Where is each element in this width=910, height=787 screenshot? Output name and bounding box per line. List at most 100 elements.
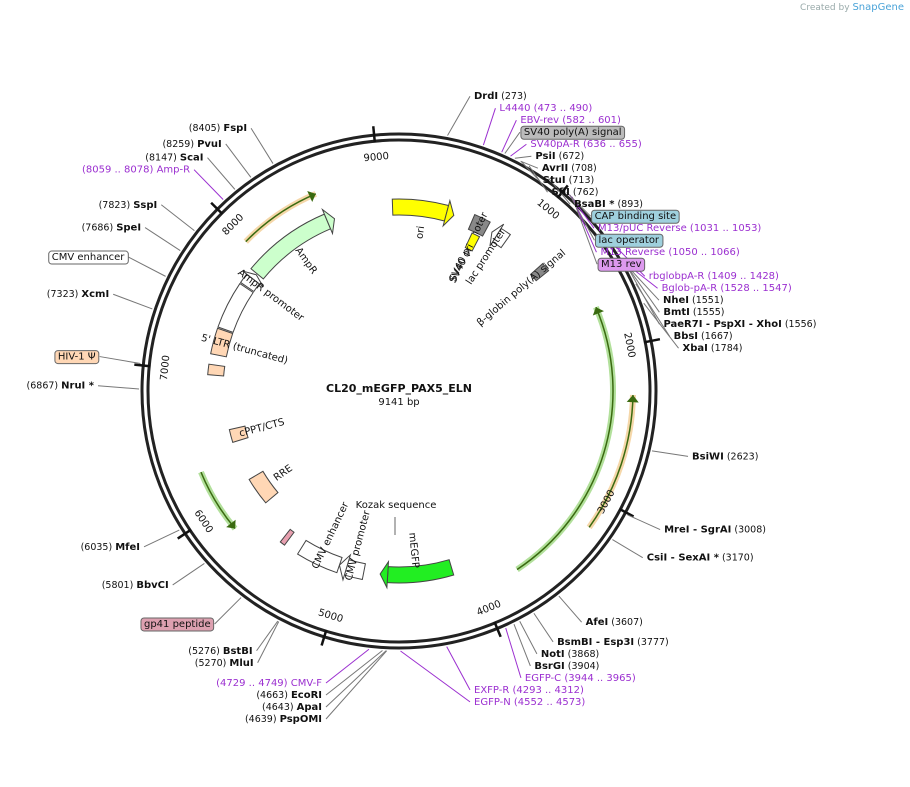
- callout-line: [505, 627, 522, 679]
- tick-label: 2000: [621, 332, 637, 359]
- feature-label: AmpR: [293, 246, 319, 277]
- site-label-noti: NotI (3868): [541, 649, 599, 660]
- callout-line: [160, 204, 195, 231]
- site-name: AfeI: [586, 617, 609, 628]
- site-name: SfiI: [552, 187, 570, 198]
- site-position: (4663): [256, 690, 291, 701]
- site-label-nhei: NheI (1551): [663, 295, 724, 306]
- site-label-sv40-poly-a-signal: SV40 poly(A) signal: [524, 127, 622, 138]
- site-name: lac operator: [598, 235, 659, 246]
- feature-sv40-ori: [464, 232, 481, 252]
- site-position: (4293 .. 4312): [509, 685, 584, 696]
- callout-line: [521, 161, 540, 181]
- callout-line: [250, 127, 274, 164]
- callout-line: [325, 648, 370, 684]
- feature-label: mEGFP: [406, 532, 420, 568]
- feature-hiv-psi: [207, 363, 226, 377]
- site-name: CMV-F: [291, 678, 322, 689]
- site-name: EXFP-R: [474, 685, 509, 696]
- site-name: DrdI: [474, 91, 498, 102]
- site-position: (273): [498, 91, 527, 102]
- site-name: Amp-R: [157, 165, 191, 176]
- feature-cppt-cts: [279, 528, 295, 546]
- site-name: XcmI: [81, 289, 109, 300]
- site-name: ApaI: [297, 702, 322, 713]
- site-name: NotI: [541, 649, 565, 660]
- site-label-scai: (8147) ScaI: [145, 153, 203, 164]
- orf-halo: [515, 306, 616, 572]
- site-name: CMV enhancer: [52, 252, 126, 263]
- site-name: CsiI: [647, 553, 667, 564]
- callout-lines: [97, 95, 689, 720]
- site-position: (8147): [145, 153, 180, 164]
- site-label-afei: AfeI (3607): [586, 617, 643, 628]
- site-label-bsabi-: BsaBI * (893): [574, 199, 643, 210]
- site-name: SpeI: [116, 223, 141, 234]
- site-label-lac-operator: lac operator: [598, 235, 659, 246]
- site-label-bsiwi: BsiWI (2623): [692, 451, 758, 462]
- site-position: (1555): [690, 307, 725, 318]
- tick-label: 5000: [317, 607, 345, 625]
- feature-arrowhead: [242, 270, 264, 288]
- callout-line: [533, 612, 554, 643]
- tick-mark: [618, 507, 635, 518]
- site-position: (8405): [189, 123, 224, 134]
- site-name: PvuI: [197, 139, 222, 150]
- tick-label: 1000: [534, 197, 561, 222]
- plasmid-backbone: [140, 132, 658, 650]
- callout-line: [128, 256, 166, 277]
- site-position: (6867): [27, 381, 62, 392]
- site-position: (713): [566, 175, 595, 186]
- tick-mark: [372, 126, 377, 143]
- callout-line: [325, 650, 387, 708]
- feature-arrowhead: [489, 223, 505, 247]
- site-label-sv40pa-r: SV40pA-R (636 .. 655): [530, 139, 641, 150]
- orf-arrowhead: [226, 519, 236, 529]
- site-name: BstBI: [223, 646, 253, 657]
- site-name: CAP binding site: [595, 211, 677, 222]
- site-name: MluI: [229, 658, 253, 669]
- site-position: (4639): [245, 714, 280, 725]
- site-name: PspOMI: [280, 714, 322, 725]
- site-name: FspI: [223, 123, 247, 134]
- site-label-bbvci: (5801) BbvCI: [102, 580, 169, 591]
- site-label-spei: (7686) SpeI: [82, 223, 141, 234]
- feature-beta-globin-polya: [529, 262, 550, 282]
- site-name: NheI: [663, 295, 689, 306]
- site-label-pspomi: (4639) PspOMI: [245, 714, 322, 725]
- feature-cmv-enhancer-2: [217, 282, 254, 333]
- site-position: (762): [570, 187, 599, 198]
- site-label-mfei: (6035) MfeI: [81, 542, 140, 553]
- site-name: BsrGI: [534, 661, 564, 672]
- site-position: (7686): [82, 223, 117, 234]
- site-name: BsmBI: [557, 637, 592, 648]
- site-position: (473 .. 490): [530, 103, 592, 114]
- site-label-cap-binding-site: CAP binding site: [595, 211, 677, 222]
- feature-box: [48, 250, 129, 265]
- site-label-m13-puc-reverse: M13/pUC Reverse (1031 .. 1053): [598, 223, 761, 234]
- callout-line: [400, 650, 471, 703]
- plasmid-name: CL20_mEGFP_PAX5_ELN: [326, 382, 472, 395]
- callout-line: [612, 539, 644, 559]
- site-position: (672): [556, 151, 585, 162]
- site-label-m13-rev: M13 rev: [601, 259, 642, 270]
- site-label-fspi: (8405) FspI: [189, 123, 247, 134]
- callout-line: [97, 385, 140, 390]
- site-label-l4440: L4440 (473 .. 490): [499, 103, 592, 114]
- site-label-pvui: (8259) PvuI: [162, 139, 221, 150]
- site-position: (582 .. 601): [559, 115, 621, 126]
- site-position: (1050 .. 1066): [665, 247, 740, 258]
- feature-ori: [391, 198, 450, 222]
- tick-label: 6000: [191, 508, 214, 535]
- tick-label: 4000: [475, 599, 503, 619]
- site-name: BmtI: [663, 307, 690, 318]
- site-name: - XhoI: [745, 319, 782, 330]
- callout-line: [519, 621, 538, 655]
- credit-prefix: Created by: [800, 3, 850, 13]
- site-label-xbai: XbaI (1784): [683, 343, 743, 354]
- feature-box: [520, 125, 626, 140]
- backbone-outer: [140, 132, 658, 650]
- feature-arrowhead: [442, 198, 455, 228]
- site-name: SV40pA-R: [530, 139, 579, 150]
